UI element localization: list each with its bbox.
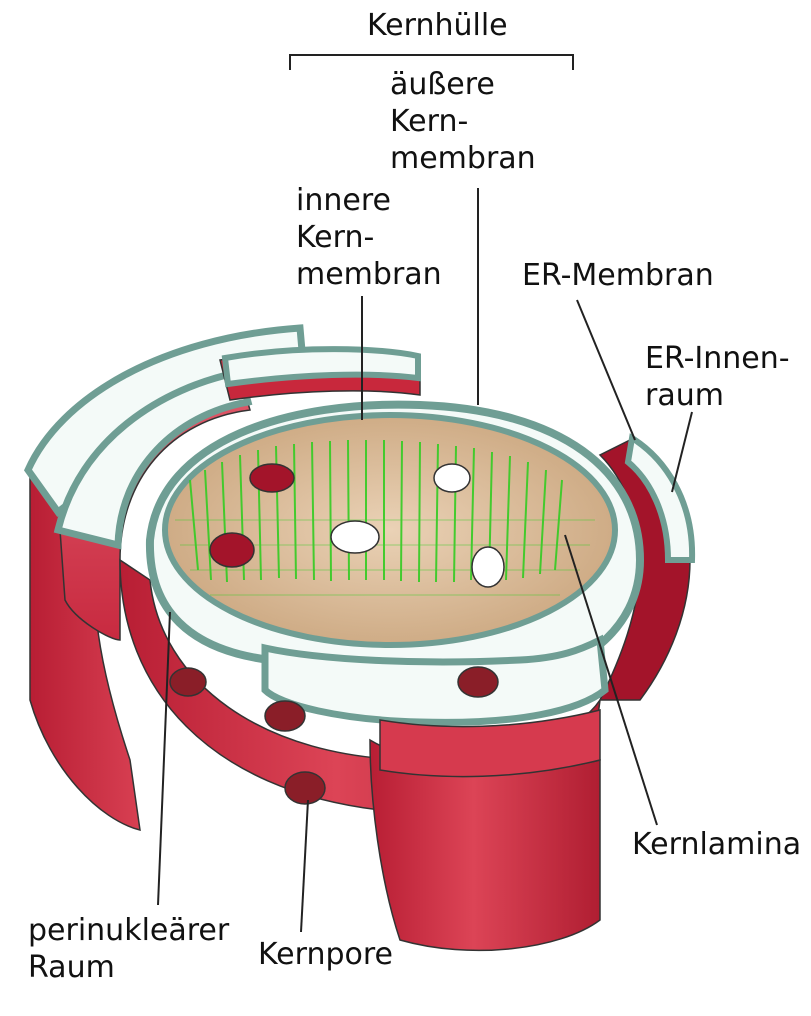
leader-er-lumen: [672, 412, 692, 492]
label-nuclear-lamina: Kernlamina: [632, 826, 801, 863]
label-er-membrane: ER-Membran: [522, 257, 714, 294]
label-inner-nuclear-membrane: innere Kern- membran: [296, 182, 442, 293]
label-outer-nuclear-membrane: äußere Kern- membran: [390, 66, 536, 177]
label-perinuclear-space: perinukleärer Raum: [28, 912, 229, 986]
label-nuclear-pore: Kernpore: [258, 936, 393, 973]
leader-er-membrane: [577, 300, 635, 440]
label-nuclear-envelope: Kernhülle: [367, 7, 508, 44]
leader-pore: [301, 800, 308, 932]
label-er-lumen: ER-Innen- raum: [645, 340, 790, 414]
er-sheet-top: [220, 349, 420, 400]
